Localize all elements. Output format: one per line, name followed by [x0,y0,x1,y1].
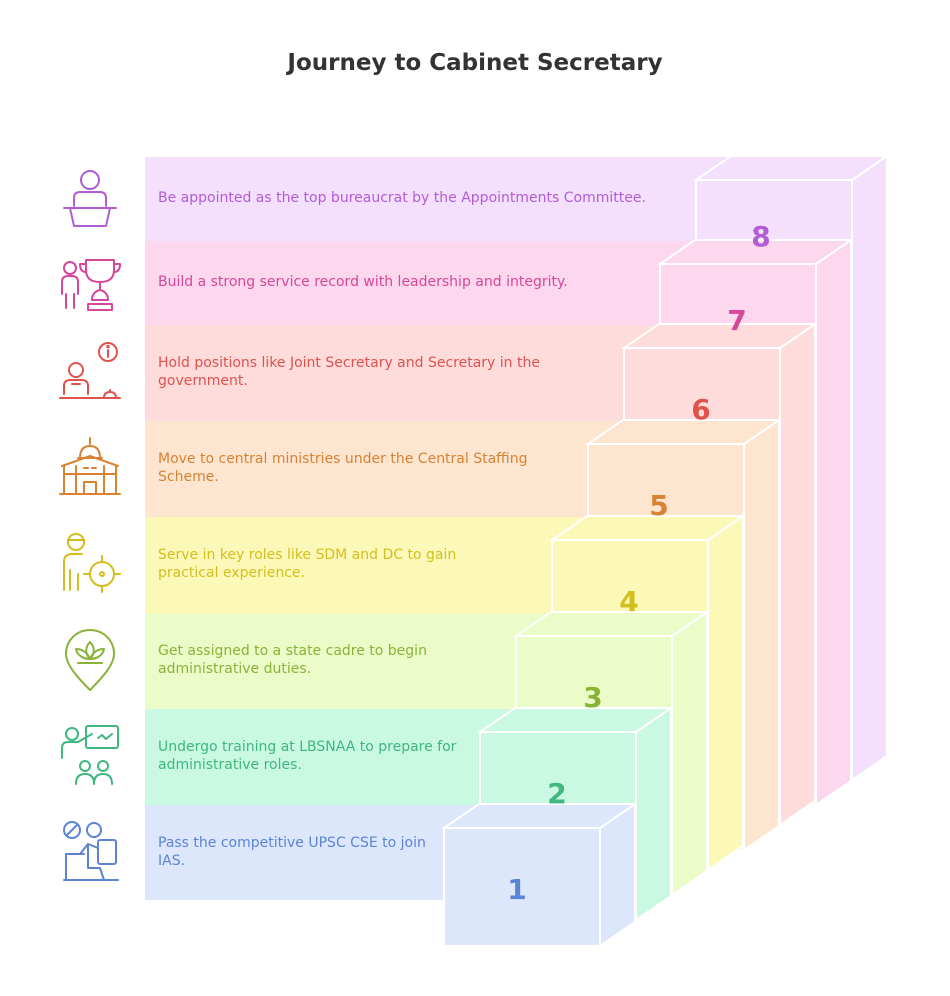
step-8-text: Be appointed as the top bureaucrat by th… [158,190,646,206]
student-exam-icon [63,821,119,881]
step-8-number: 8 [751,220,771,253]
diagram-title: Journey to Cabinet Secretary [287,50,663,76]
step-3-band [145,613,551,709]
training-presentation-icon [61,725,119,785]
step-6-text: Hold positions like Joint Secretary and … [158,355,540,389]
step-7-band [145,241,695,325]
person-trophy-icon [61,259,121,311]
step-2-text: Undergo training at LBSNAA to prepare fo… [158,739,457,773]
step-4-band [145,517,587,613]
step-8-band [145,157,731,241]
step-3-number: 3 [583,681,603,714]
step-7-side-face [815,238,852,807]
step-6-band [145,325,659,421]
step-4-number: 4 [619,585,639,618]
step-8-side-face [851,154,888,782]
government-building-icon [59,437,121,495]
step-1-number: 1 [507,873,527,906]
speaker-podium-icon [63,170,117,227]
step-6-number: 6 [691,393,711,426]
step-2-side-face [635,706,672,922]
step-1-text: Pass the competitive UPSC CSE to join IA… [158,835,426,869]
step-4-text: Serve in key roles like SDM and DC to ga… [158,547,457,581]
step-3-text: Get assigned to a state cadre to begin a… [158,643,427,677]
step-5-band [145,421,623,517]
step-5-number: 5 [649,489,669,522]
step-4-side-face [707,514,744,872]
step-7-text: Build a strong service record with leade… [158,274,568,290]
step-7-number: 7 [727,304,747,337]
step-5-text: Move to central ministries under the Cen… [158,451,528,485]
step-1-band [145,805,479,900]
step-6-side-face [779,322,816,827]
step-3-side-face [671,610,708,897]
officer-target-icon [63,533,121,593]
step-8-top-face [692,155,891,181]
step-5-side-face [743,418,780,852]
step-2-number: 2 [547,777,567,810]
official-desk-info-icon [59,342,121,399]
step-2-band [145,709,515,805]
location-pin-lotus-icon [65,629,115,691]
step-1-front-face [443,827,601,947]
